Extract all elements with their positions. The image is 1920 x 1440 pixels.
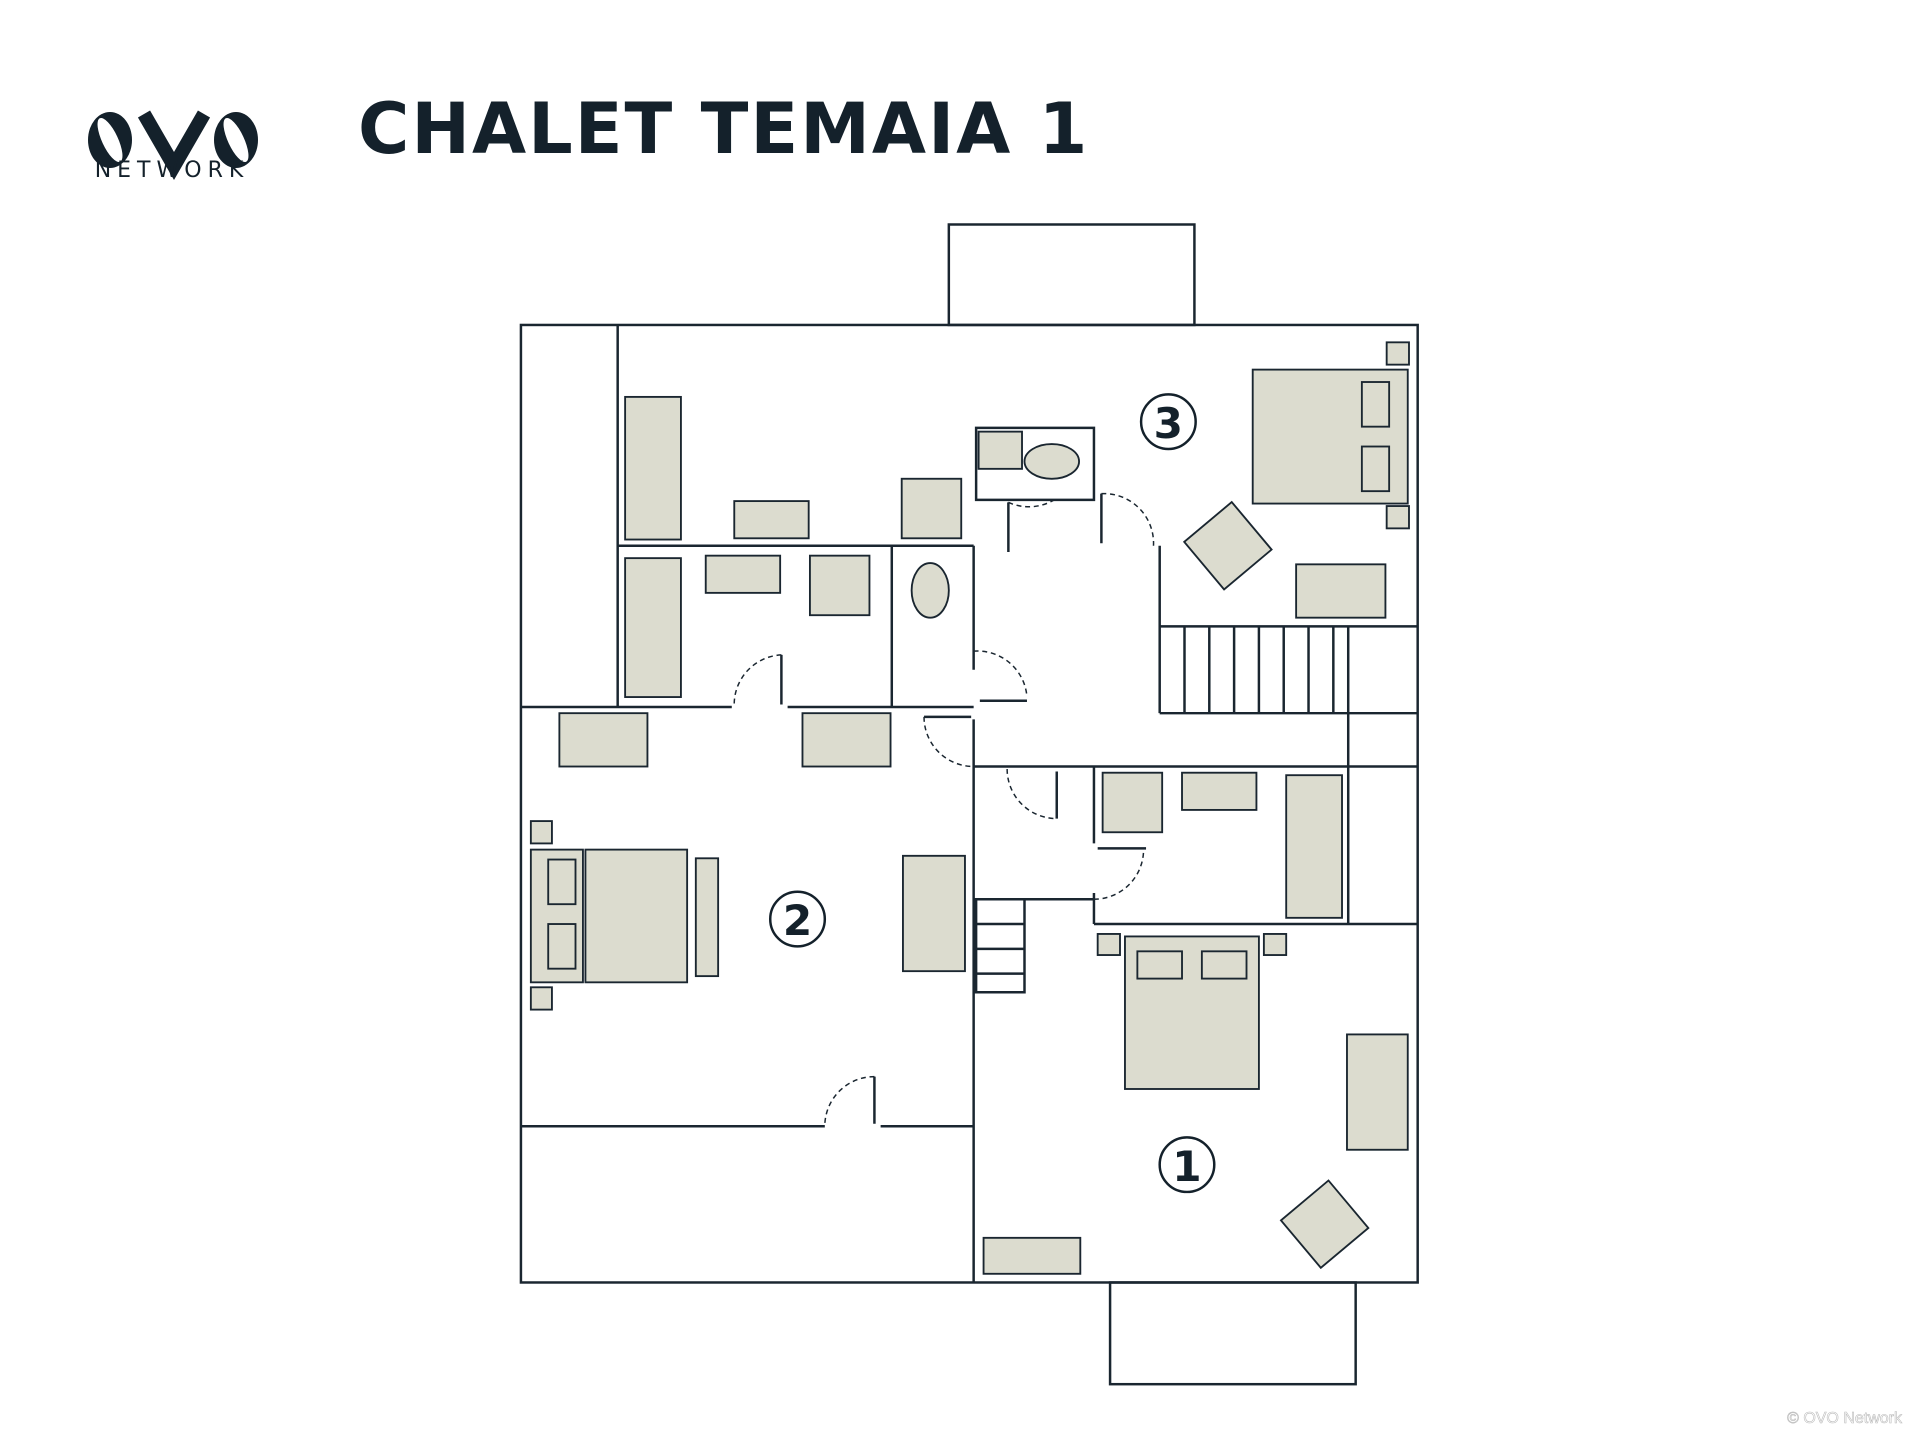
bathtub	[624, 395, 682, 541]
toilet	[910, 562, 950, 619]
desk-room-1	[982, 1236, 1082, 1275]
walls	[519, 223, 1419, 1386]
ovo-logo	[88, 110, 258, 181]
logo-text: NETWORK	[94, 158, 250, 183]
bed-room-2	[584, 848, 689, 984]
room-3-label: 3	[1154, 399, 1183, 448]
room-2-label: 2	[783, 896, 812, 945]
sofa-room-1	[1346, 1033, 1409, 1151]
room-labels: 1 2 3	[768, 393, 1216, 1194]
sofa-room-2	[902, 854, 966, 973]
balcony-bottom	[1108, 1281, 1357, 1386]
armchair	[1182, 500, 1273, 591]
doors	[733, 492, 1155, 1127]
balcony-top	[947, 223, 1196, 327]
page-title: CHALET TEMAIA 1	[358, 88, 1090, 170]
room-1-label: 1	[1172, 1142, 1201, 1191]
furniture	[529, 341, 1410, 1275]
desk	[1295, 563, 1387, 619]
copyright: © OVO Network	[1787, 1410, 1903, 1428]
